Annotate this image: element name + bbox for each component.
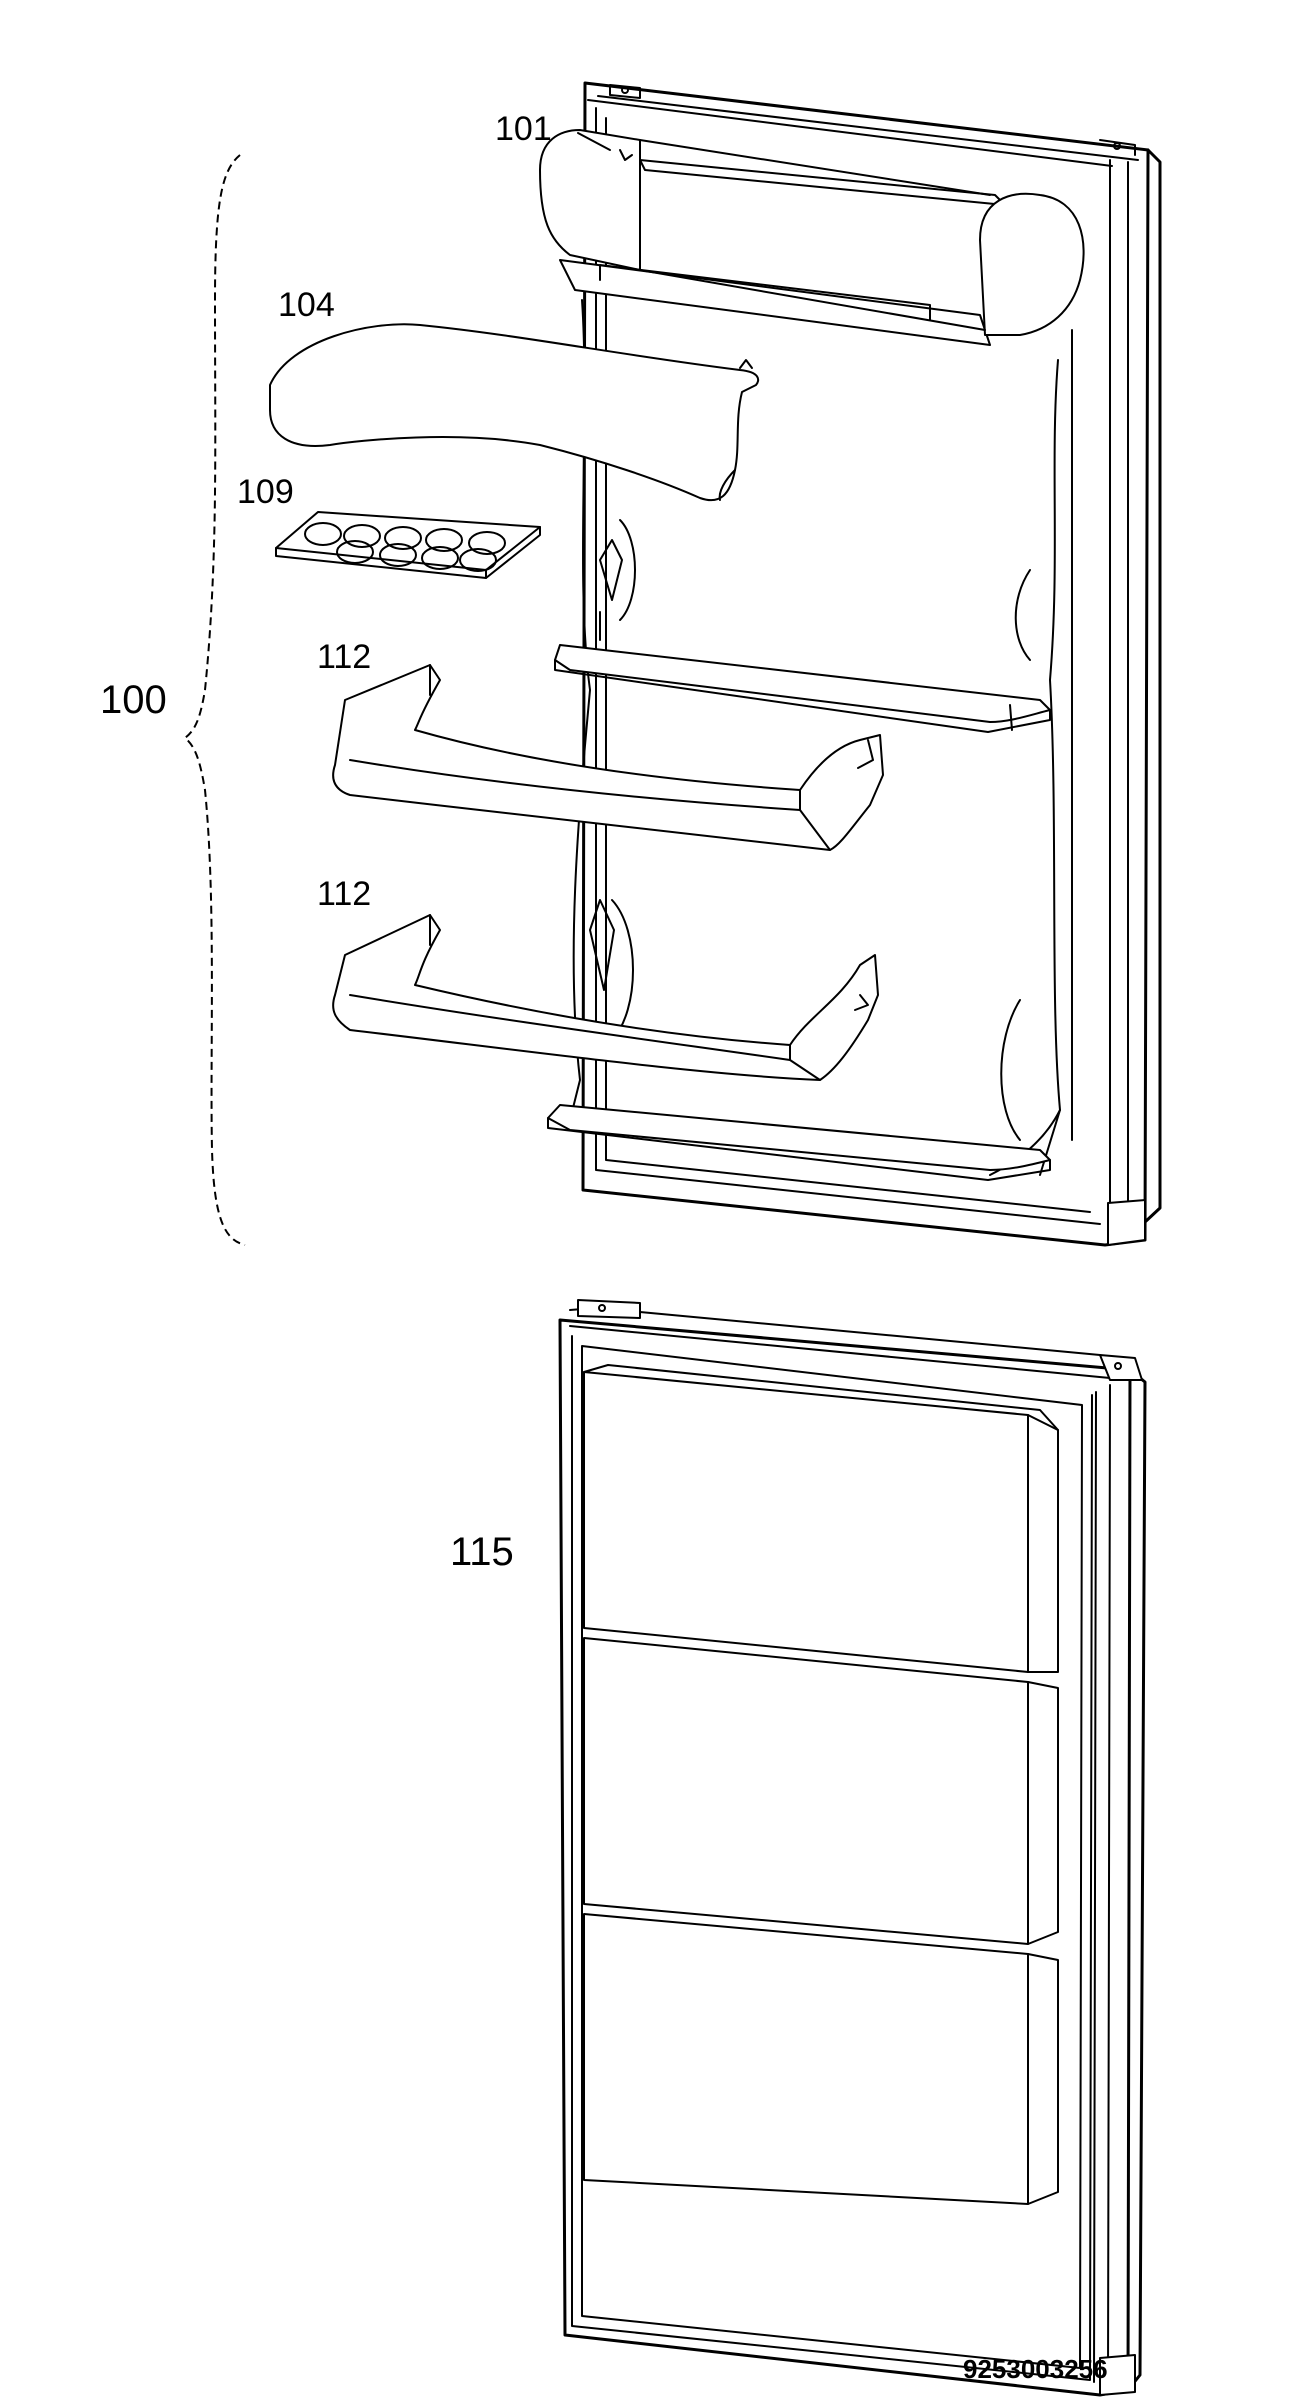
assembly-brace bbox=[183, 154, 246, 1246]
label-101: 101 bbox=[495, 110, 552, 148]
egg-tray bbox=[275, 511, 541, 579]
fridge-door bbox=[269, 81, 1162, 1247]
label-112-upper: 112 bbox=[317, 638, 371, 676]
label-112-lower: 112 bbox=[317, 875, 371, 913]
door-bin-lower bbox=[332, 914, 879, 1081]
label-115: 115 bbox=[450, 1530, 514, 1574]
door-bottom-shelf bbox=[547, 1104, 1051, 1181]
label-109: 109 bbox=[237, 473, 294, 511]
top-door-shelf bbox=[539, 129, 1085, 346]
freezer-door bbox=[558, 1299, 1147, 2397]
document-number: 9253003256 bbox=[963, 2354, 1108, 2384]
door-bin-upper bbox=[332, 664, 884, 851]
door-middle-shelf bbox=[554, 611, 1051, 733]
shelf-cover bbox=[269, 323, 759, 502]
label-100: 100 bbox=[100, 678, 167, 722]
label-104: 104 bbox=[278, 286, 335, 324]
